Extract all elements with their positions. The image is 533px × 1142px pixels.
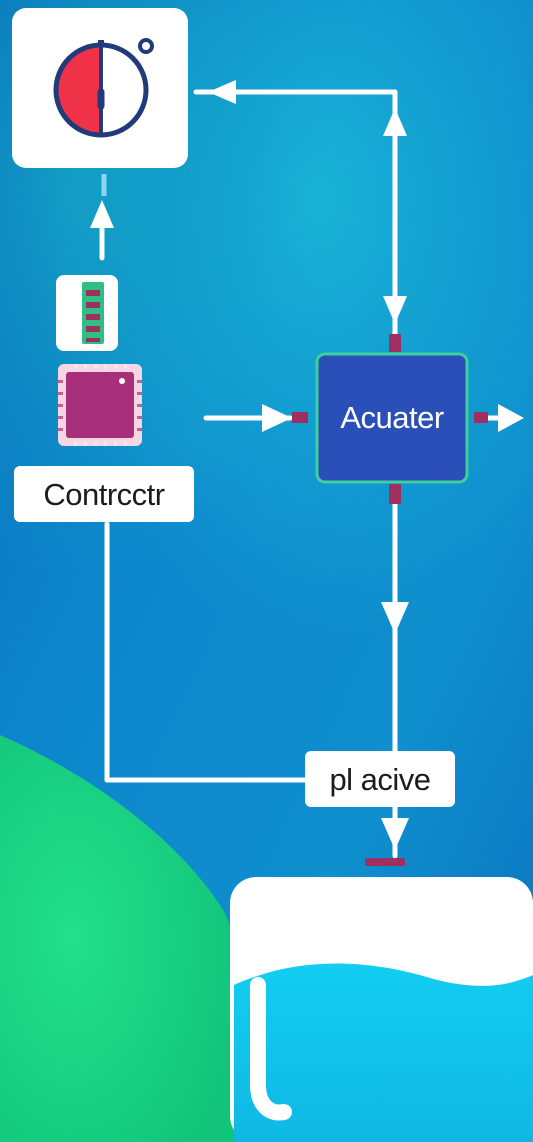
gauge-card[interactable] xyxy=(12,8,188,168)
stub-tank-top xyxy=(365,858,405,866)
stub-actuator-top xyxy=(389,334,401,352)
green-blob xyxy=(0,735,244,1142)
timer-gauge-icon xyxy=(53,38,154,138)
stub-actuator-left xyxy=(292,412,308,423)
water-tank[interactable] xyxy=(230,877,533,1142)
stub-actuator-bottom xyxy=(389,484,401,504)
arrow-down-to-actuator xyxy=(383,296,407,324)
connector-stubs xyxy=(292,334,488,866)
controller-label[interactable]: Contrcctr xyxy=(14,466,194,522)
sensor-strip-icon xyxy=(82,282,104,344)
arrowheads xyxy=(90,80,524,850)
water-tank-icon xyxy=(234,963,533,1142)
arrow-down-to-tank xyxy=(381,818,409,850)
arrow-out-actuator xyxy=(498,404,524,432)
actuator-label: Acuater xyxy=(340,400,444,435)
stub-actuator-right xyxy=(474,412,488,423)
actuator-block[interactable] xyxy=(315,352,469,484)
arrow-down-mid xyxy=(381,602,409,634)
arrow-up-right-vertical xyxy=(383,108,407,136)
arrow-into-gauge xyxy=(208,80,236,104)
arrow-up-to-gauge xyxy=(90,200,114,228)
microchip-icon xyxy=(58,364,142,446)
microchip[interactable] xyxy=(58,364,142,446)
arrow-into-actuator xyxy=(262,404,292,432)
plant-label[interactable]: pl acive xyxy=(305,751,455,807)
sensor-strip[interactable] xyxy=(56,275,118,351)
